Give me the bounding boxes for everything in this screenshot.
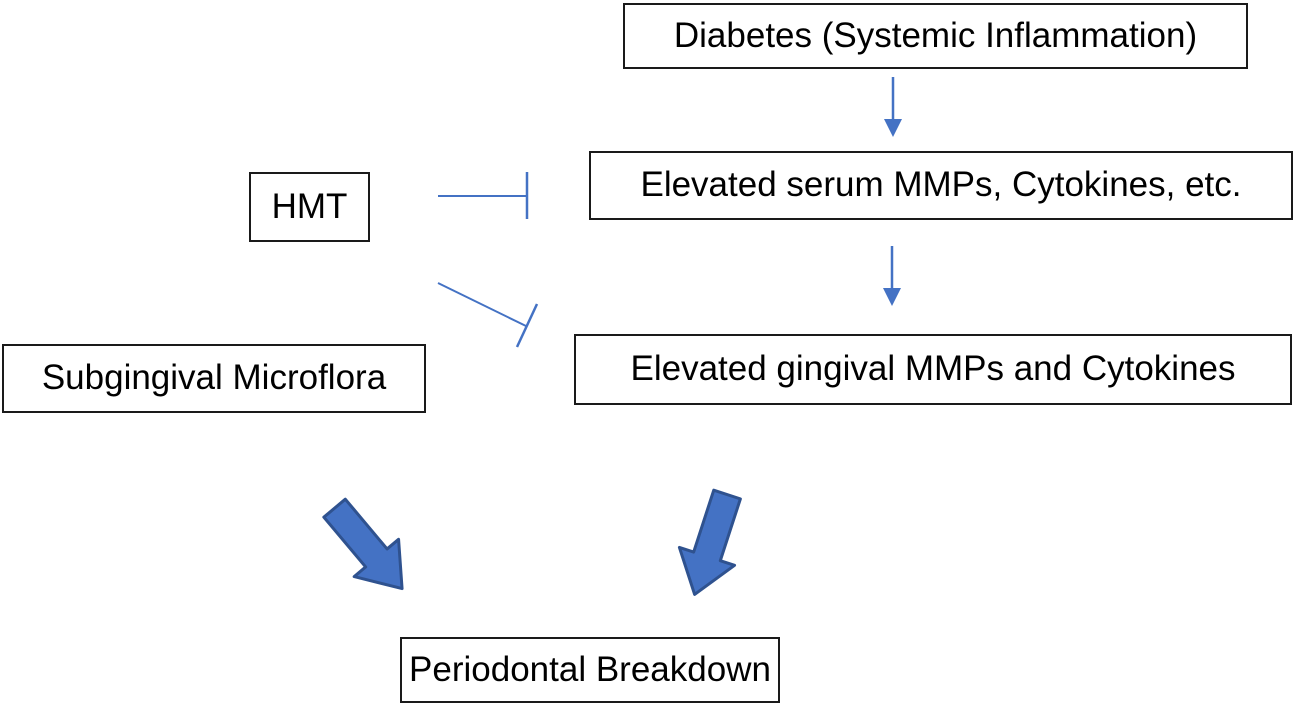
node-elevated-gingival-mmps: Elevated gingival MMPs and Cytokines <box>574 334 1292 405</box>
node-diabetes: Diabetes (Systemic Inflammation) <box>623 3 1248 69</box>
arrowhead-icon <box>884 119 902 137</box>
arrowhead-icon <box>883 288 901 306</box>
arrow-diabetes-to-serum <box>884 77 902 137</box>
node-periodontal-breakdown: Periodontal Breakdown <box>400 637 780 703</box>
block-arrow-icon <box>322 497 404 591</box>
inhibition-line <box>437 282 527 327</box>
inhibition-hmt-to-serum <box>438 172 529 219</box>
inhibition-hmt-to-gingival <box>437 282 539 348</box>
arrow-serum-to-gingival <box>883 246 901 306</box>
block-arrow-gingival-to-periodontal <box>677 488 742 596</box>
block-arrow-subgingival-to-periodontal <box>322 497 404 591</box>
node-hmt: HMT <box>249 172 370 242</box>
inhibition-bar-icon <box>515 303 539 348</box>
node-subgingival-microflora: Subgingival Microflora <box>2 344 426 413</box>
block-arrow-icon <box>677 488 742 596</box>
node-elevated-serum-mmps: Elevated serum MMPs, Cytokines, etc. <box>589 151 1293 220</box>
